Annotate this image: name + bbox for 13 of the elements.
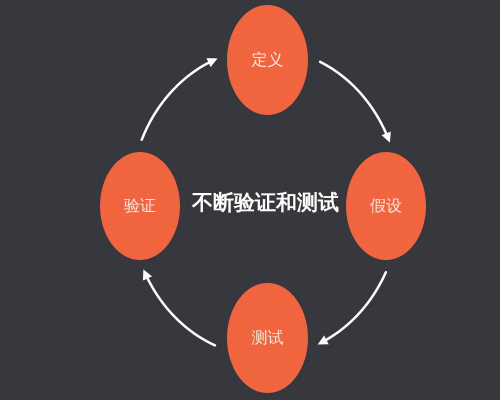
curved-arrow — [318, 271, 388, 344]
curved-arrow — [142, 269, 216, 347]
step-ellipse — [346, 152, 426, 260]
step-ellipse — [100, 152, 180, 260]
curved-arrow — [140, 58, 218, 141]
step-ellipse — [227, 5, 308, 115]
step-label: 验证 — [124, 196, 156, 216]
step-ellipse — [227, 283, 308, 393]
step-label: 测试 — [252, 328, 284, 348]
step-label: 假设 — [370, 196, 402, 216]
step-label: 定义 — [252, 50, 284, 70]
center-caption: 不断验证和测试 — [192, 190, 339, 216]
curved-arrow — [318, 60, 391, 143]
